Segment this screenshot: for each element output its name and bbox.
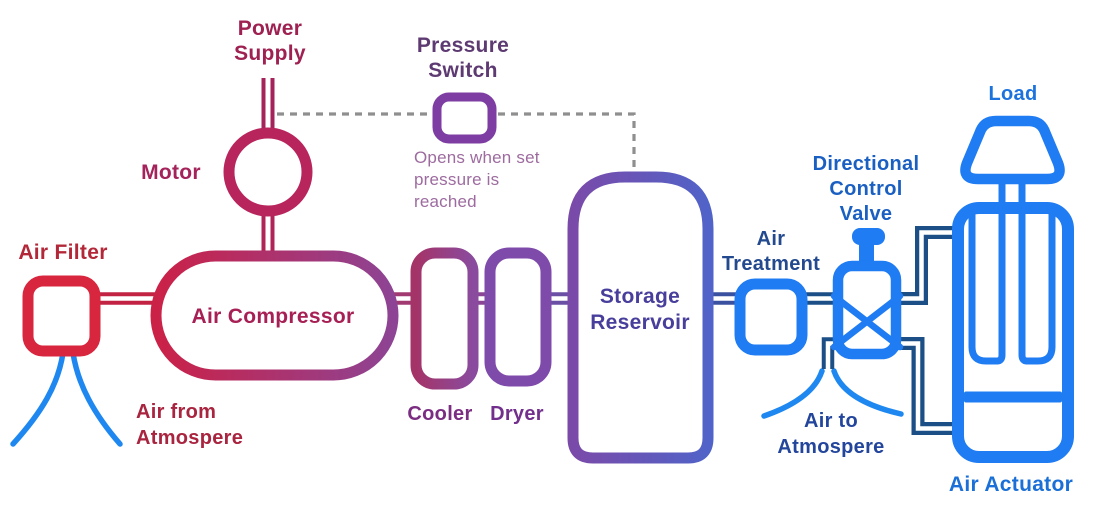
air-treatment-shape	[734, 278, 808, 356]
exhaust-funnel	[761, 368, 904, 419]
pipe-valve-to-actuator-top	[896, 226, 960, 305]
pressure-switch-label-line2: Switch	[428, 59, 497, 82]
air-compressor-label: Air Compressor	[192, 305, 355, 328]
dryer-label: Dryer	[490, 403, 544, 425]
air-treatment-label-line1: Air	[757, 228, 786, 250]
valve-cross-icon	[830, 292, 904, 351]
piston-rod	[968, 178, 1056, 365]
piston-head	[964, 391, 1062, 403]
load-label: Load	[989, 83, 1038, 105]
air-to-atmosphere-label-line1: Air to	[804, 410, 858, 432]
air-actuator-label: Air Actuator	[949, 473, 1073, 496]
pressure-switch-note-line3: reached	[414, 192, 477, 211]
air-from-atmosphere-label-line2: Atmospere	[136, 427, 243, 449]
power-supply-label-line2: Supply	[234, 42, 306, 65]
directional-control-valve-label-line2: Control	[829, 178, 902, 200]
control-signal-dashed-line	[277, 112, 636, 180]
storage-reservoir-shape	[567, 171, 714, 464]
air-filter-label: Air Filter	[18, 241, 107, 264]
power-supply-label-line1: Power	[238, 17, 303, 40]
air-filter-shape	[22, 275, 101, 357]
pressure-switch-shape	[432, 92, 497, 144]
air-from-atmosphere-label-line1: Air from	[136, 401, 216, 423]
dryer-shape	[484, 247, 552, 387]
air-treatment-label-line2: Treatment	[722, 253, 820, 275]
storage-reservoir-label-line2: Reservoir	[590, 311, 690, 334]
directional-control-valve-shape	[830, 228, 904, 360]
air-to-atmosphere-label-line2: Atmospere	[777, 436, 884, 458]
pressure-switch-note-line2: pressure is	[414, 170, 499, 189]
pressure-switch-note-line1: Opens when set	[414, 148, 540, 167]
motor-shape	[223, 127, 313, 217]
load-shape	[960, 115, 1065, 185]
motor-label: Motor	[141, 161, 201, 184]
directional-control-valve-label-line3: Valve	[840, 203, 893, 225]
cooler-shape	[410, 247, 479, 390]
cooler-label: Cooler	[407, 403, 472, 425]
directional-control-valve-label-line1: Directional	[813, 153, 920, 175]
storage-reservoir-label-line1: Storage	[600, 285, 680, 308]
pressure-switch-label-line1: Pressure	[417, 34, 509, 57]
air-compressor-shape	[150, 250, 399, 381]
air-intake-funnel	[10, 350, 123, 447]
air-actuator-shape	[952, 115, 1074, 463]
pipe-valve-to-actuator-bottom	[896, 337, 960, 435]
